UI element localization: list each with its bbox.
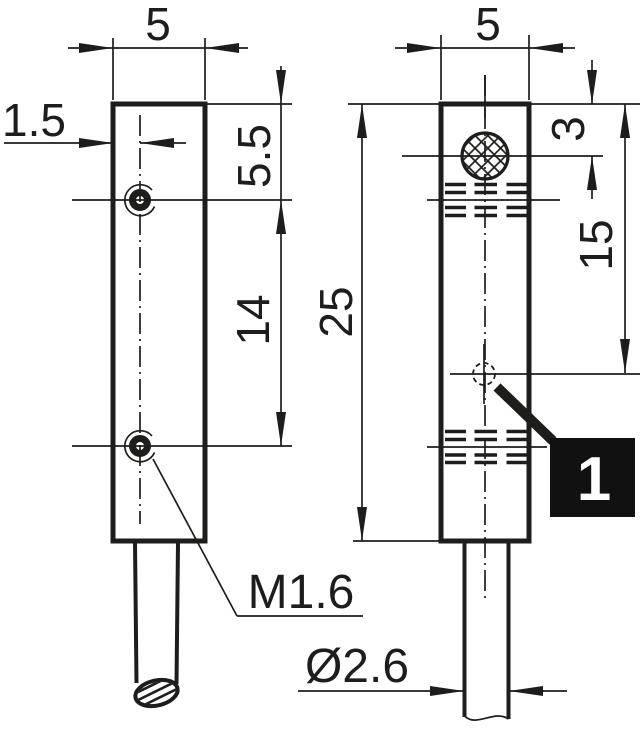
- dim-label-cable-diameter: Ø2.6: [305, 640, 409, 693]
- break-line: [463, 715, 509, 721]
- threaded-hole-upper: [124, 183, 156, 217]
- dim-arrow: [430, 686, 464, 696]
- cable-left: [133, 542, 180, 709]
- dim-arrow: [529, 43, 563, 53]
- groove-band-lower: [445, 429, 529, 465]
- dim-arrow: [140, 138, 174, 148]
- dim-label-body-length: 25: [310, 286, 362, 337]
- dim-label-hole-position: 15: [570, 219, 622, 270]
- cable-cut-end: [133, 677, 180, 709]
- dim-arrow: [587, 70, 597, 104]
- right-view: [348, 75, 640, 721]
- dimensions-left: 5 1.5 5.5 14 M1.6: [2, 0, 363, 619]
- dim-arrow: [620, 104, 630, 138]
- dim-arrow: [276, 412, 286, 446]
- dim-arrow: [620, 339, 630, 373]
- callout-label: 1: [577, 445, 611, 514]
- dim-arrow: [357, 104, 367, 138]
- callout-1: 1: [493, 383, 635, 517]
- dim-arrow: [79, 138, 113, 148]
- thread-arc: [124, 429, 156, 463]
- dimensions-right: 5 25 3 15 Ø2.6: [298, 0, 630, 696]
- thread-arc: [124, 183, 156, 217]
- dim-arrow: [276, 70, 286, 104]
- dim-arrow: [79, 43, 113, 53]
- dim-label-hole-offset: 1.5: [2, 94, 66, 146]
- dim-arrow: [509, 686, 543, 696]
- dim-arrow: [587, 156, 597, 190]
- dim-label-hole-top: 5.5: [228, 124, 280, 188]
- dim-arrow: [357, 507, 367, 541]
- cable-right: [462, 543, 511, 721]
- sensing-face-circle: [460, 131, 510, 181]
- dim-label-face-offset: 3: [542, 116, 594, 142]
- thread-label: M1.6: [248, 566, 355, 619]
- cable-end-hatch: [135, 678, 178, 708]
- leader-line: [152, 458, 238, 617]
- dim-label-hole-spacing: 14: [227, 294, 279, 345]
- dim-arrow: [407, 43, 441, 53]
- dim-label-left-width: 5: [145, 0, 171, 50]
- callout-leader: [493, 383, 557, 445]
- dim-arrow: [276, 200, 286, 234]
- dim-arrow: [205, 43, 239, 53]
- dim-label-right-width: 5: [475, 0, 501, 50]
- sensor-body-side: [110, 101, 208, 544]
- threaded-hole-lower: [124, 429, 156, 463]
- callout-box: [550, 438, 635, 517]
- left-view: [72, 101, 292, 709]
- groove-band-upper: [445, 182, 529, 218]
